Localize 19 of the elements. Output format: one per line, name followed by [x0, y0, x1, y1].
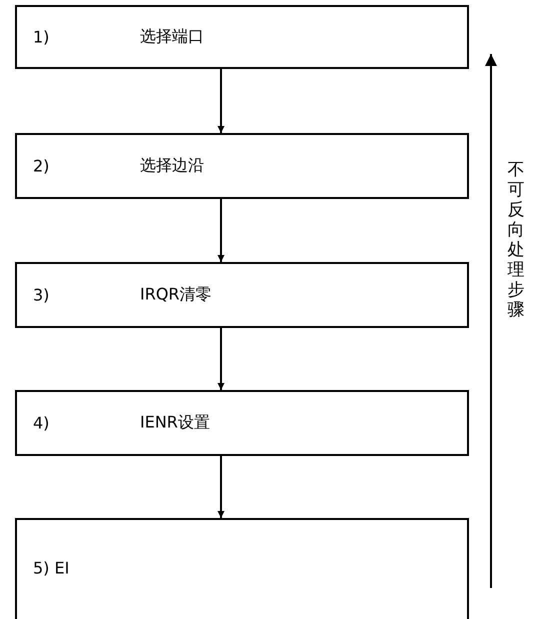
- process-box: [15, 133, 469, 199]
- step-number: 1): [33, 28, 50, 46]
- step-number: 2): [33, 156, 50, 176]
- step-text: 选择端口: [140, 26, 204, 48]
- process-box: [15, 262, 469, 328]
- side-note: 不可反向处理步骤: [507, 160, 525, 320]
- process-box: [15, 518, 469, 619]
- arrow: [218, 199, 224, 262]
- step-number: 5) EI: [33, 558, 70, 578]
- step-text: 选择边沿: [140, 156, 204, 176]
- step-number: 4): [33, 414, 50, 432]
- step-text: IRQR清零: [140, 284, 212, 306]
- process-box: [15, 390, 469, 456]
- arrow: [218, 456, 224, 518]
- step-number: 3): [33, 286, 50, 304]
- arrow: [218, 69, 224, 133]
- step-text: IENR设置: [140, 412, 210, 434]
- arrow: [218, 328, 224, 390]
- process-box: [15, 5, 469, 69]
